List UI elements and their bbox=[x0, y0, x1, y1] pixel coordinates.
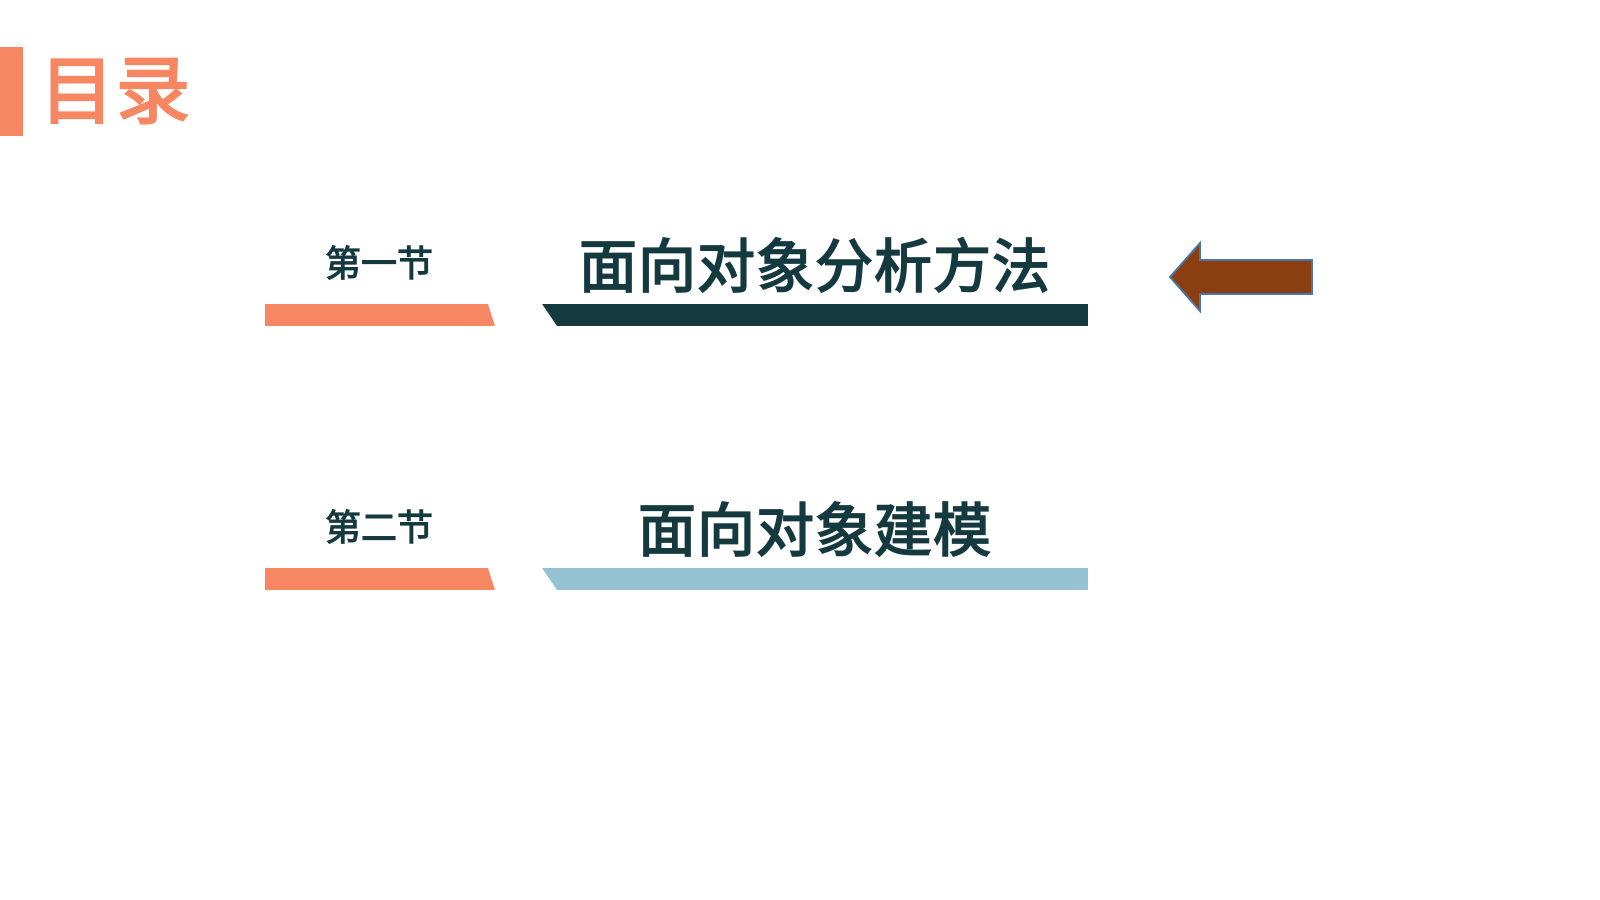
section-number-label: 第二节 bbox=[324, 508, 433, 549]
left-arrow-icon bbox=[1168, 240, 1313, 314]
toc-item-section-2[interactable]: 第二节 面向对象建模 bbox=[0, 484, 1600, 604]
section-number-label: 第一节 bbox=[324, 244, 433, 285]
slide-title: 目录 bbox=[40, 49, 192, 135]
toc-item-section-1[interactable]: 第一节 面向对象分析方法 bbox=[0, 220, 1600, 340]
section-title: 面向对象建模 bbox=[637, 497, 992, 565]
section-title-bar bbox=[542, 568, 1088, 590]
section-number-bar bbox=[265, 304, 495, 326]
section-title-bar bbox=[542, 304, 1088, 326]
section-number-bar bbox=[265, 568, 495, 590]
section-title: 面向对象分析方法 bbox=[578, 233, 1051, 301]
title-accent-bar bbox=[0, 47, 23, 136]
